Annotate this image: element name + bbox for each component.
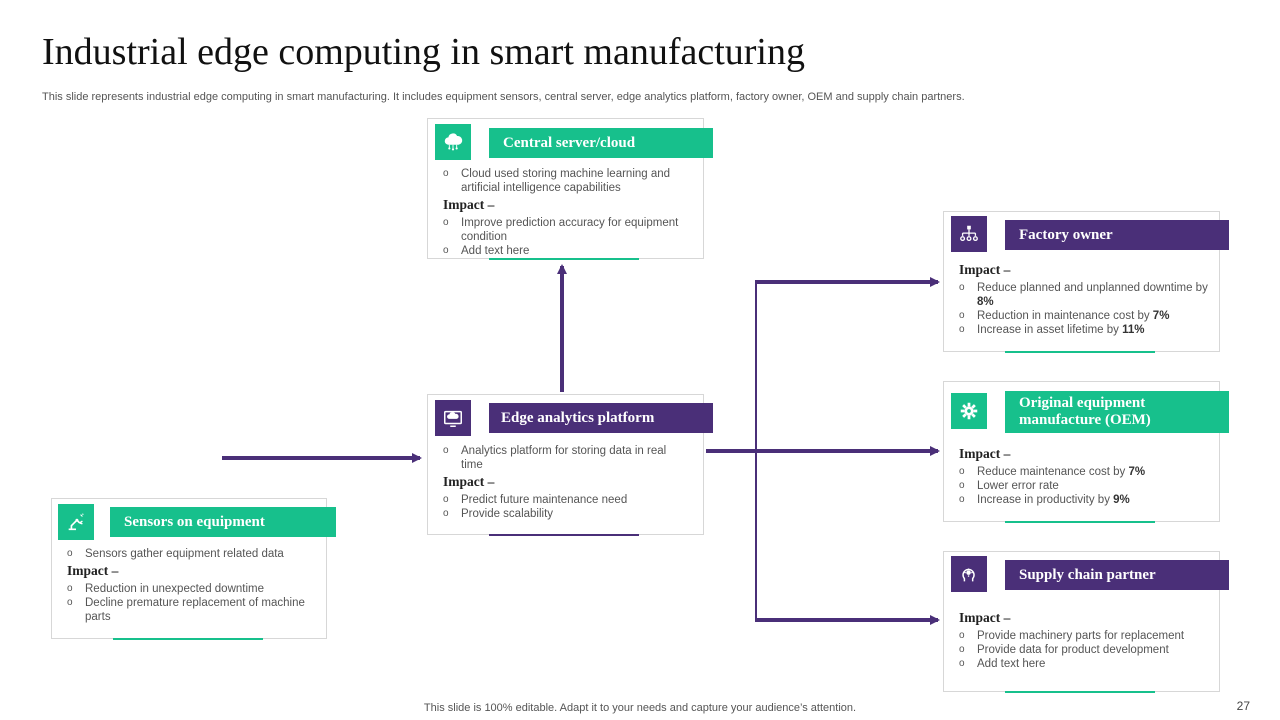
impact-heading: Impact – [67, 563, 119, 578]
list-item: Provide scalability [443, 507, 683, 521]
oem-label: Original equipment manufacture (OEM) [1005, 391, 1229, 433]
list-item: Lower error rate [959, 479, 1209, 493]
list-item: Add text here [443, 244, 683, 258]
impact-heading: Impact – [959, 610, 1011, 625]
oem-content: Impact – Reduce maintenance cost by 7% L… [959, 444, 1209, 508]
list-item: Increase in productivity by 9% [959, 493, 1209, 507]
head-gear-icon [951, 556, 987, 592]
supply-chain-content: Impact – Provide machinery parts for rep… [959, 608, 1209, 672]
list-item: Reduction in unexpected downtime [67, 582, 307, 596]
edge-analytics-label: Edge analytics platform [489, 403, 713, 433]
list-item: Provide machinery parts for replacement [959, 629, 1209, 643]
central-server-content: Cloud used storing machine learning and … [443, 167, 683, 258]
page-number: 27 [1236, 699, 1250, 713]
list-item: Improve prediction accuracy for equipmen… [443, 216, 683, 244]
footer-note: This slide is 100% editable. Adapt it to… [423, 702, 857, 714]
list-item: Decline premature replacement of machine… [67, 596, 307, 624]
list-item: Provide data for product development [959, 643, 1209, 657]
impact-heading: Impact – [959, 446, 1011, 461]
hierarchy-icon [951, 216, 987, 252]
impact-heading: Impact – [443, 474, 495, 489]
impact-heading: Impact – [959, 262, 1011, 277]
list-item: Increase in asset lifetime by 11% [959, 323, 1209, 337]
factory-owner-label: Factory owner [1005, 220, 1229, 250]
page-subtitle: This slide represents industrial edge co… [42, 91, 965, 103]
sensors-content: Sensors gather equipment related data Im… [67, 547, 307, 624]
list-item: Predict future maintenance need [443, 493, 683, 507]
list-item: Analytics platform for storing data in r… [443, 444, 683, 472]
impact-heading: Impact – [443, 197, 495, 212]
list-item: Add text here [959, 657, 1209, 671]
list-item: Sensors gather equipment related data [67, 547, 307, 561]
cloud-monitor-icon [435, 400, 471, 436]
factory-owner-content: Impact – Reduce planned and unplanned do… [959, 260, 1209, 338]
sensors-label: Sensors on equipment [110, 507, 336, 537]
supply-chain-label: Supply chain partner [1005, 560, 1229, 590]
cloud-icon [435, 124, 471, 160]
central-server-label: Central server/cloud [489, 128, 713, 158]
list-item: Reduce planned and unplanned downtime by… [959, 281, 1209, 309]
page-title: Industrial edge computing in smart manuf… [42, 31, 805, 73]
robotic-arm-icon [58, 504, 94, 540]
edge-analytics-content: Analytics platform for storing data in r… [443, 444, 683, 521]
gear-icon [951, 393, 987, 429]
list-item: Reduce maintenance cost by 7% [959, 465, 1209, 479]
list-item: Reduction in maintenance cost by 7% [959, 309, 1209, 323]
list-item: Cloud used storing machine learning and … [443, 167, 683, 195]
